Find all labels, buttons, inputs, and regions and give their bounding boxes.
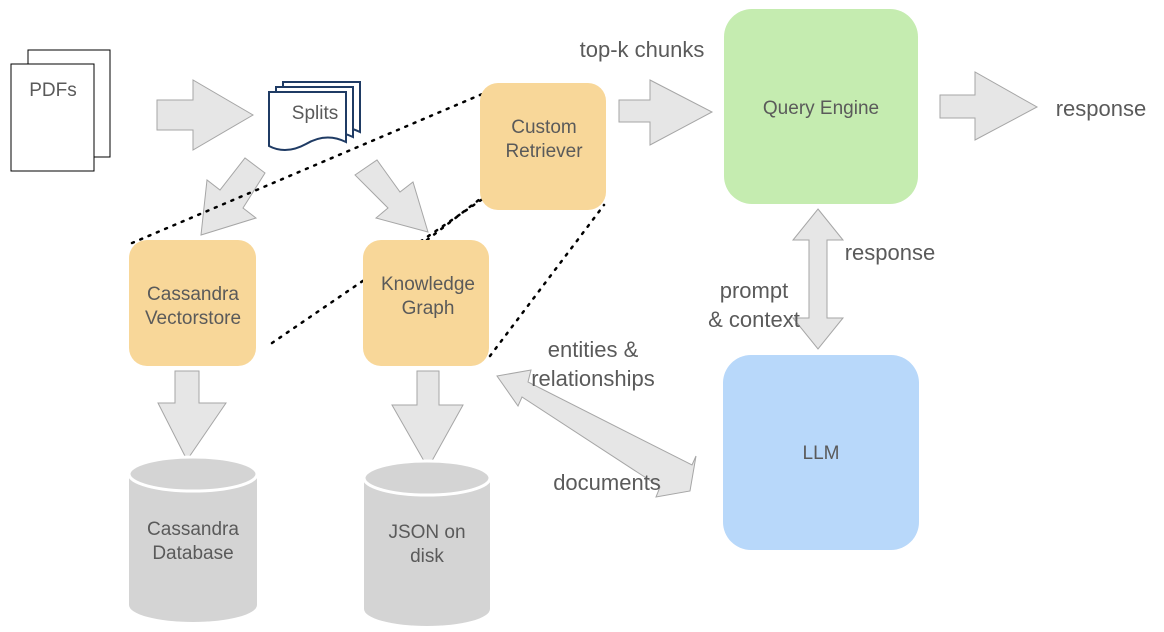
cassandra-vectorstore-box xyxy=(129,240,256,366)
cassandra-database-node: Cassandra Database xyxy=(127,455,259,622)
cassandra-vectorstore-node: Cassandra Vectorstore xyxy=(129,240,256,366)
custom-retriever-box xyxy=(480,83,606,210)
entities-relationships-label-line2: relationships xyxy=(531,366,655,391)
arrow-retriever-to-query-engine xyxy=(618,79,714,146)
json-on-disk-label-line1: JSON on xyxy=(388,522,465,543)
json-on-disk-label-line2: disk xyxy=(410,546,444,567)
arrow-knowledge-graph-to-json xyxy=(391,370,464,470)
cassandra-database-top xyxy=(127,455,259,493)
llm-box xyxy=(723,355,919,550)
splits-page-front xyxy=(268,91,347,151)
knowledge-graph-box xyxy=(363,240,489,366)
cassandra-vectorstore-label-line1: Cassandra xyxy=(147,284,239,305)
arrow-query-engine-llm xyxy=(791,208,845,350)
cassandra-database-cylinder xyxy=(129,474,257,622)
json-on-disk-top xyxy=(362,459,492,497)
llm-node: LLM xyxy=(723,355,919,550)
pdfs-label: PDFs xyxy=(29,80,77,101)
prompt-context-label-line1: prompt xyxy=(720,278,788,303)
cassandra-database-label-line1: Cassandra xyxy=(147,519,239,540)
custom-retriever-label-line1: Custom xyxy=(511,117,576,138)
llm-label: LLM xyxy=(803,443,840,464)
pdf-document-front xyxy=(10,63,95,172)
arrow-splits-to-vectorstore xyxy=(200,157,266,236)
json-on-disk-cylinder xyxy=(364,478,490,626)
splits-node: Splits xyxy=(268,81,361,151)
arrow-splits-to-knowledge-graph xyxy=(354,159,429,233)
top-k-chunks-label: top-k chunks xyxy=(580,37,705,62)
splits-label: Splits xyxy=(292,103,338,124)
query-engine-node: Query Engine xyxy=(724,9,918,204)
json-on-disk-node: JSON on disk xyxy=(362,459,492,626)
response-output-label: response xyxy=(1056,96,1147,121)
response-llm-label: response xyxy=(845,240,936,265)
knowledge-graph-label-line2: Graph xyxy=(402,298,455,319)
dotted-connector xyxy=(488,203,606,358)
arrow-knowledge-graph-llm xyxy=(496,369,697,498)
dotted-connector xyxy=(130,90,489,245)
arrow-vectorstore-to-database xyxy=(157,370,227,461)
query-engine-box xyxy=(724,9,918,204)
knowledge-graph-node: Knowledge Graph xyxy=(363,240,489,366)
arrow-query-engine-to-response xyxy=(939,71,1039,141)
dotted-connector xyxy=(270,194,489,345)
documents-label: documents xyxy=(553,470,661,495)
dotted-connector xyxy=(425,101,606,242)
custom-retriever-label-line2: Retriever xyxy=(505,141,583,162)
query-engine-label: Query Engine xyxy=(763,98,879,119)
entities-relationships-label-line1: entities & xyxy=(548,337,639,362)
cassandra-database-label-line2: Database xyxy=(152,543,233,564)
prompt-context-label-line2: & context xyxy=(708,307,800,332)
custom-retriever-node: Custom Retriever xyxy=(480,83,606,210)
cassandra-vectorstore-label-line2: Vectorstore xyxy=(145,308,241,329)
knowledge-graph-label-line1: Knowledge xyxy=(381,274,475,295)
pdfs-node: PDFs xyxy=(10,49,111,172)
arrow-pdfs-to-splits xyxy=(156,79,254,151)
